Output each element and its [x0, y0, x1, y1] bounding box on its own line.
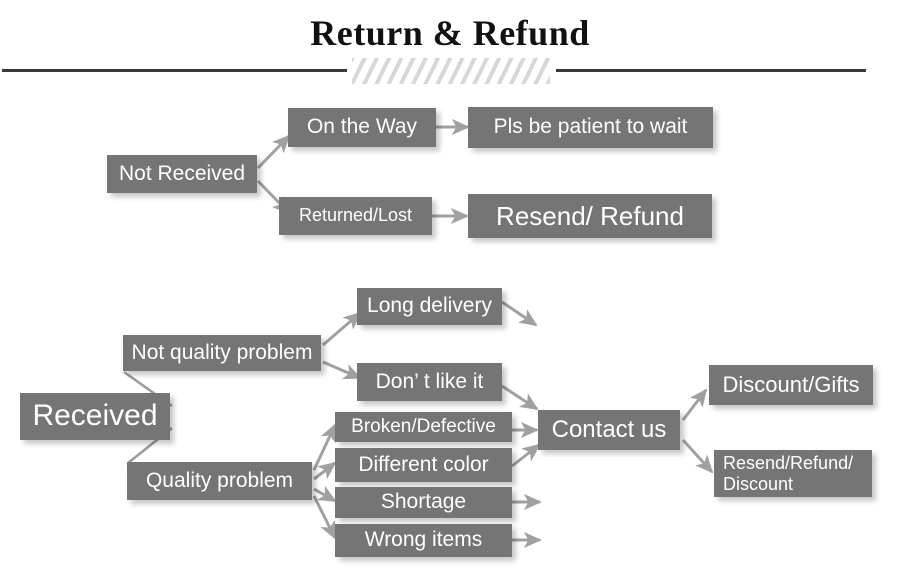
- node-returned-lost[interactable]: Returned/Lost: [279, 197, 432, 235]
- node-shortage[interactable]: Shortage: [335, 487, 512, 518]
- node-quality-problem[interactable]: Quality problem: [127, 462, 312, 500]
- node-not-quality-problem[interactable]: Not quality problem: [123, 335, 321, 371]
- node-contact-us[interactable]: Contact us: [538, 410, 680, 450]
- node-discount-gifts[interactable]: Discount/Gifts: [709, 365, 873, 405]
- divider-hatch-ornament-icon: [352, 58, 550, 84]
- divider-line-left: [2, 69, 347, 72]
- node-on-the-way[interactable]: On the Way: [288, 108, 436, 147]
- node-received[interactable]: Received: [20, 393, 170, 440]
- node-dont-like-it[interactable]: Don’ t like it: [357, 363, 502, 401]
- node-broken-defective[interactable]: Broken/Defective: [335, 412, 512, 442]
- node-pls-be-patient-to-wait[interactable]: Pls be patient to wait: [468, 107, 713, 148]
- page-title: Return & Refund: [310, 13, 590, 53]
- node-resend-refund-discount[interactable]: Resend/Refund/ Discount: [714, 450, 872, 497]
- divider-line-right: [556, 69, 866, 72]
- node-resend-refund[interactable]: Resend/ Refund: [468, 194, 712, 238]
- node-different-color[interactable]: Different color: [335, 448, 512, 482]
- node-wrong-items[interactable]: Wrong items: [335, 524, 512, 557]
- node-not-received[interactable]: Not Received: [107, 155, 257, 193]
- node-long-delivery[interactable]: Long delivery: [357, 288, 502, 325]
